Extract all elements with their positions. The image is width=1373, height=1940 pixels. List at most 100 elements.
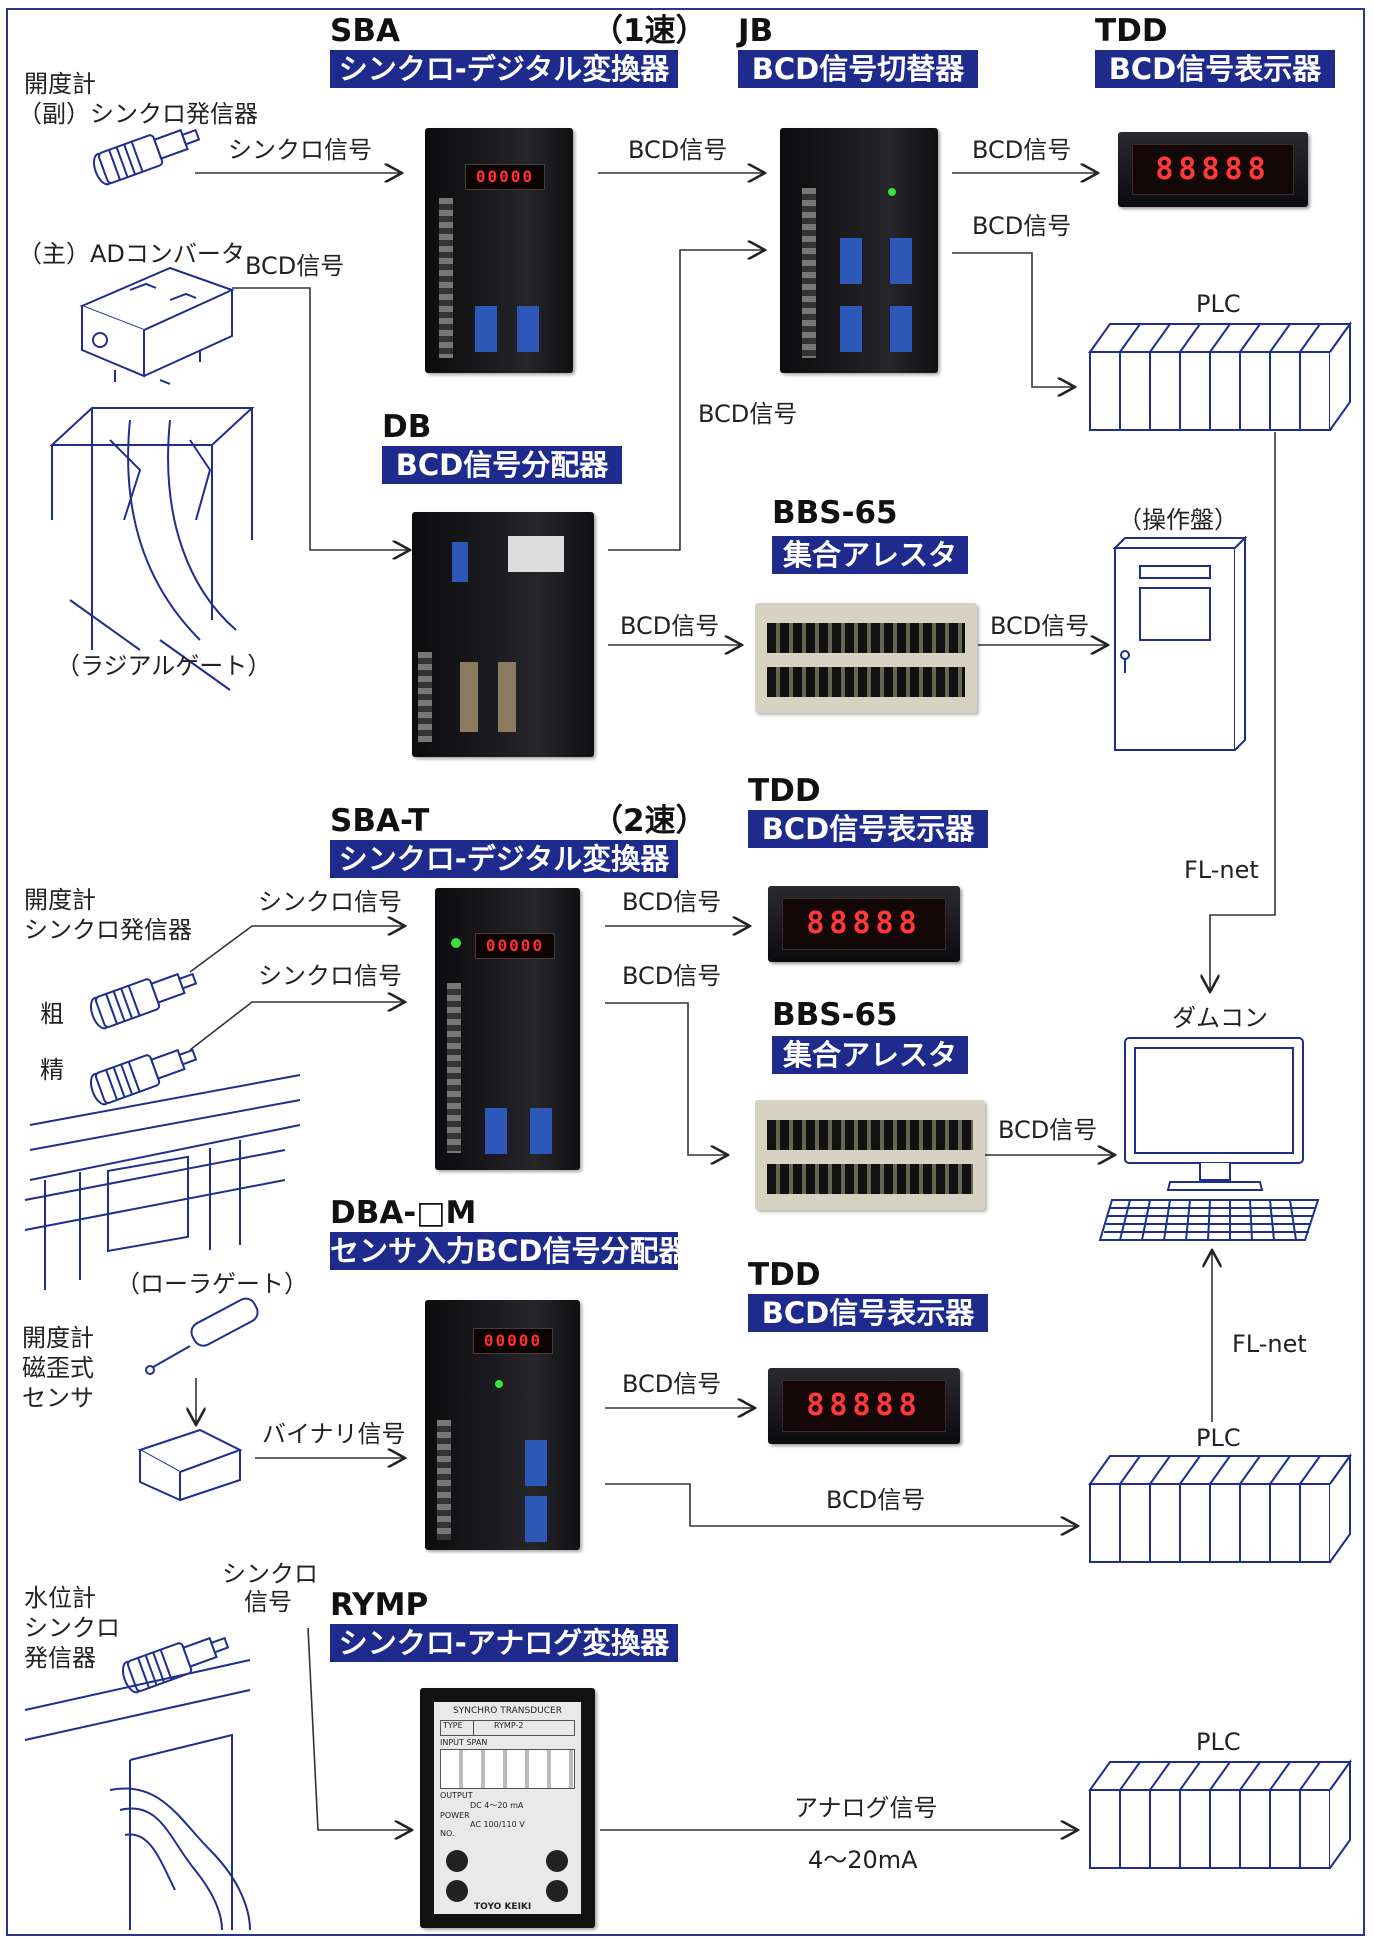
rymp-knob-3 [446, 1880, 468, 1902]
rymp-title: SYNCHRO TRANSDUCER [453, 1706, 562, 1716]
mag-sensor-icon [137, 1297, 259, 1502]
dba-connector-2 [525, 1496, 547, 1542]
jb-connector-4 [890, 306, 912, 352]
plc-rack-3-icon [1088, 1758, 1352, 1869]
signal-bcd-jb-plc: BCD信号 [972, 212, 1072, 240]
source-sync-sub-1: 開度計 [24, 70, 96, 98]
sbat-terminal-strip [447, 983, 461, 1153]
diagram-frame [6, 8, 1365, 1936]
bbs-2-terminal-row-2 [767, 1164, 973, 1194]
sbat-led-display: 00000 [475, 933, 555, 959]
signal-bcd-sbat-tdd: BCD信号 [622, 888, 722, 916]
bbs-2-device [755, 1100, 985, 1210]
source-sync-sub-2: （副）シンクロ発信器 [18, 100, 258, 128]
signal-sync-level-1: シンクロ [222, 1560, 318, 1588]
sbat-connector-2 [530, 1108, 552, 1154]
sync-transmitter-icon [92, 128, 201, 186]
target-panel: （操作盤） [1118, 506, 1238, 534]
sbat-title: SBA-T [330, 803, 430, 839]
dba-power-led [495, 1380, 503, 1388]
target-damcon: ダムコン [1172, 1004, 1268, 1032]
ad-converter-icon [79, 266, 235, 385]
water-gate-icon [24, 1659, 251, 1931]
sbat-subtitle-band: シンクロ-デジタル変換器 [330, 840, 678, 878]
rymp-dials [440, 1749, 575, 1789]
jb-title: JB [738, 13, 774, 49]
tdd1-title: TDD [1095, 13, 1168, 49]
arrow-sbat-to-bbs2 [605, 1002, 728, 1155]
arrow-flnet-to-damcon [1210, 432, 1276, 992]
signal-bcd-jb-tdd: BCD信号 [972, 136, 1072, 164]
signal-analog-range: 4～20mA [808, 1846, 918, 1874]
tdd-3-device: 88888 [768, 1368, 960, 1444]
plc-rack-2-icon [1088, 1452, 1352, 1563]
source-sync2-1: 開度計 [24, 886, 96, 914]
target-plc-3: PLC [1196, 1728, 1241, 1756]
rymp-input-span: INPUT SPAN [440, 1738, 488, 1747]
jb-connector-3 [840, 306, 862, 352]
arrow-jb-to-plc1 [952, 252, 1075, 387]
sbat-connector-1 [485, 1108, 507, 1154]
source-radial-gate: （ラジアルゲート） [56, 652, 272, 680]
db-device [412, 512, 594, 757]
arrow-fine-to-sbat [189, 1002, 405, 1051]
source-level-3: 発信器 [24, 1644, 96, 1672]
rymp-type-label: TYPE [441, 1721, 474, 1735]
rymp-power-label: POWER [440, 1811, 470, 1820]
bbs2-subtitle-band: 集合アレスタ [772, 1036, 968, 1074]
bbs-1-device [755, 603, 977, 713]
sba-device: 00000 [425, 128, 573, 373]
dba-led-display: 00000 [473, 1328, 553, 1354]
tdd2-subtitle-band: BCD信号表示器 [748, 810, 988, 848]
bbs1-title: BBS-65 [772, 495, 898, 531]
tdd-2-display: 88888 [782, 898, 946, 950]
tdd3-title: TDD [748, 1257, 821, 1293]
rymp-subtitle-band: シンクロ-アナログ変換器 [330, 1624, 678, 1662]
source-level-1: 水位計 [24, 1584, 96, 1612]
jb-terminal-strip [802, 188, 816, 358]
target-plc-1: PLC [1196, 290, 1241, 318]
bbs2-title: BBS-65 [772, 997, 898, 1033]
sync-transmitter-coarse-icon [89, 972, 198, 1030]
jb-device [780, 128, 938, 373]
signal-sync-2b: シンクロ信号 [258, 962, 402, 990]
arrow-coarse-to-sbat [189, 926, 405, 973]
roller-gate-icon [24, 1074, 301, 1290]
rymp-knob-2 [546, 1850, 568, 1872]
sbat-speed: （2速） [592, 803, 707, 839]
source-mag-3: センサ [22, 1384, 94, 1412]
sba-connector-1 [475, 306, 497, 352]
rymp-brand: TOYO KEIKI [474, 1902, 532, 1912]
signal-bcd-db-bbs: BCD信号 [620, 612, 720, 640]
tdd1-subtitle-band: BCD信号表示器 [1095, 50, 1335, 88]
db-connector-1 [452, 542, 468, 582]
signal-sync-1: シンクロ信号 [228, 136, 372, 164]
sba-terminal-strip [439, 198, 453, 358]
arrow-dba-to-plc2 [605, 1483, 1078, 1526]
signal-bcd-sba-jb: BCD信号 [628, 136, 728, 164]
target-plc-2: PLC [1196, 1424, 1241, 1452]
db-terminal-strip [418, 652, 432, 742]
bbs-1-terminal-row-2 [767, 667, 965, 697]
source-sync2-2: シンクロ発信器 [24, 916, 192, 944]
source-mag-2: 磁歪式 [22, 1354, 94, 1382]
jb-connector-1 [840, 238, 862, 284]
dba-subtitle-band: センサ入力BCD信号分配器 [330, 1232, 688, 1270]
signal-bcd-sbat-bbs: BCD信号 [622, 962, 722, 990]
tdd-2-device: 88888 [768, 886, 960, 962]
arrow-level-to-rymp [307, 1627, 412, 1830]
dba-connector-1 [525, 1440, 547, 1486]
damcon-computer-icon [1098, 1037, 1320, 1241]
rymp-knob-1 [446, 1850, 468, 1872]
jb-led [888, 188, 896, 196]
sbat-device: 00000 [435, 888, 580, 1170]
signal-bcd-dba-plc: BCD信号 [826, 1486, 926, 1514]
radial-gate-icon [49, 407, 255, 691]
tdd-3-display: 88888 [782, 1380, 946, 1432]
signal-bcd-bbs2-dam: BCD信号 [998, 1116, 1098, 1144]
db-label-plate [508, 536, 564, 572]
tdd-1-device: 88888 [1118, 132, 1308, 207]
sba-subtitle-band: シンクロ-デジタル変換器 [330, 50, 678, 88]
rymp-title: RYMP [330, 1587, 429, 1623]
